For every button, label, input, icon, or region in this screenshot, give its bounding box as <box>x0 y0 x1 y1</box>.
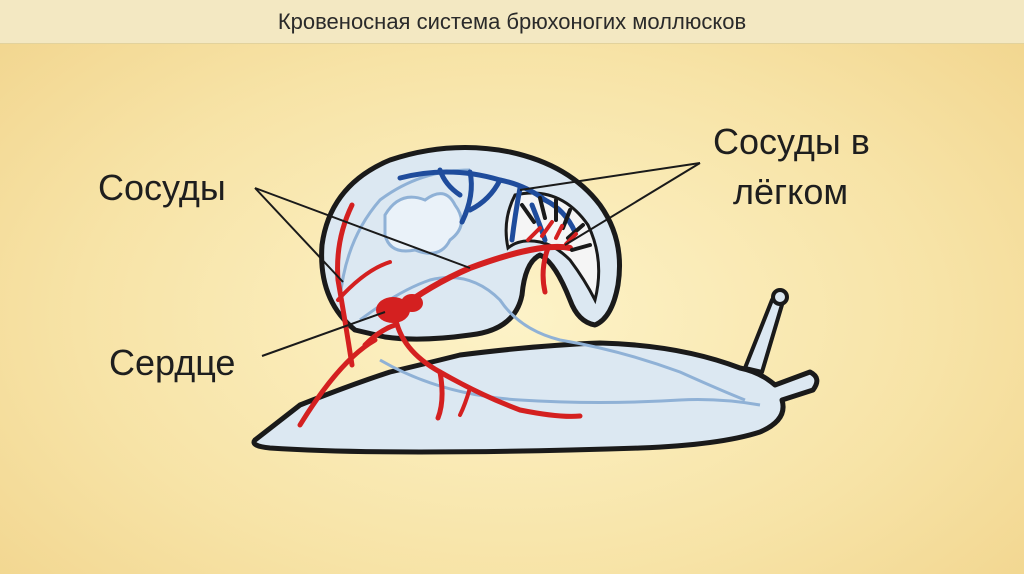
pointer-lines <box>254 162 701 357</box>
snail-body <box>251 340 820 455</box>
pointer-vessels-1 <box>254 187 344 283</box>
veins <box>397 167 578 243</box>
pointer-lung-1 <box>519 162 701 191</box>
label-lung-vessels-1: Сосуды в <box>713 121 870 162</box>
arteries <box>297 202 583 428</box>
pointer-vessels-2 <box>254 187 471 269</box>
label-lung-vessels-2: лёгком <box>733 171 849 212</box>
label-vessels: Сосуды <box>98 167 226 208</box>
pointer-lung-2 <box>564 162 701 246</box>
pointer-heart <box>261 311 386 357</box>
heart-atrium <box>401 294 423 312</box>
eye-tentacle <box>743 293 786 374</box>
digestive-gland <box>383 192 463 255</box>
inner-organ-lines-2 <box>379 358 761 407</box>
eye <box>771 288 789 306</box>
lung-vessels <box>520 196 592 252</box>
page-title: Кровеносная система брюхоногих моллюсков <box>277 8 747 34</box>
title-bar: Кровеносная система брюхоногих моллюсков <box>0 0 1024 44</box>
inner-organ-lines <box>359 276 746 402</box>
label-heart: Сердце <box>109 342 236 383</box>
